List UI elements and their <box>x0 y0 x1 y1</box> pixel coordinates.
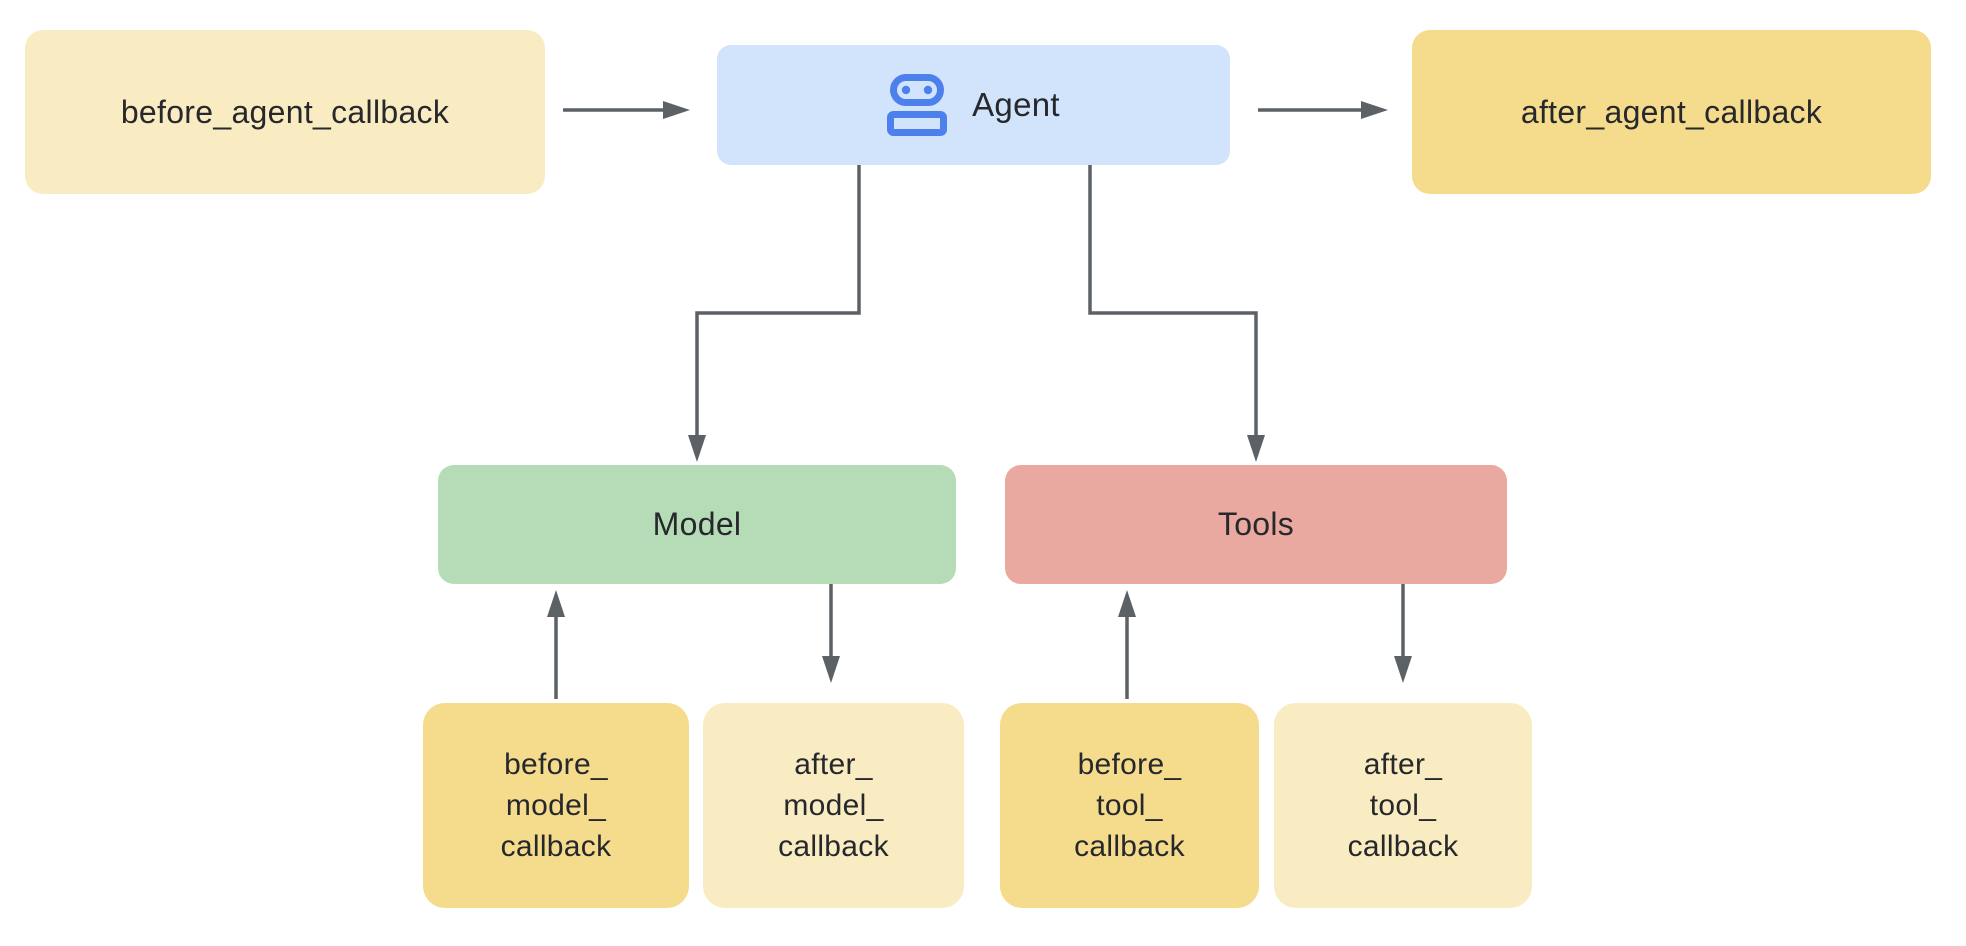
node-model: Model <box>438 465 956 584</box>
node-after-tool-callback: after_ tool_ callback <box>1274 703 1532 908</box>
node-label: after_ model_ callback <box>778 748 889 863</box>
arrowhead-before-agent-to-agent <box>663 101 690 119</box>
node-label: Model <box>652 506 742 542</box>
node-after-model-callback: after_ model_ callback <box>703 703 964 908</box>
node-label: before_ model_ callback <box>500 748 612 863</box>
node-tools: Tools <box>1005 465 1507 584</box>
arrowhead-agent-to-model <box>688 435 706 462</box>
node-label: after_agent_callback <box>1520 93 1823 130</box>
arrowhead-model-to-after-model <box>822 656 840 683</box>
node-label: after_ tool_ callback <box>1347 748 1459 863</box>
robot-icon <box>887 74 948 136</box>
edge-agent-to-model <box>695 165 861 437</box>
arrowhead-agent-to-after-agent <box>1361 101 1388 119</box>
node-label: Tools <box>1217 506 1295 542</box>
node-label: before_ tool_ callback <box>1074 748 1185 863</box>
arrowhead-before-model-to-model <box>547 590 565 617</box>
edge-agent-to-tools <box>1088 165 1258 437</box>
arrowhead-tools-to-after-tool <box>1394 656 1412 683</box>
node-before-tool-callback: before_ tool_ callback <box>1000 703 1259 908</box>
node-label: before_agent_callback <box>120 93 450 130</box>
node-agent: Agent <box>717 45 1230 165</box>
arrowhead-before-tool-to-tools <box>1118 590 1136 617</box>
node-label: Agent <box>972 86 1060 123</box>
node-after-agent-callback: after_agent_callback <box>1412 30 1931 194</box>
node-before-model-callback: before_ model_ callback <box>423 703 689 908</box>
arrowhead-agent-to-tools <box>1247 435 1265 462</box>
node-before-agent-callback: before_agent_callback <box>25 30 545 194</box>
